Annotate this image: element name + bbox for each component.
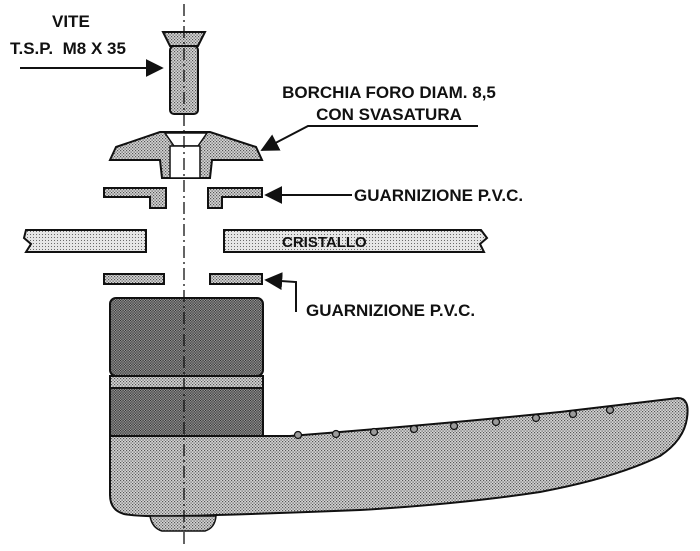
glass-pane <box>22 229 489 253</box>
glass-right <box>223 229 489 253</box>
boss-label-line1: BORCHIA FORO DIAM. 8,5 <box>282 83 496 102</box>
boss-part <box>108 131 264 179</box>
handle-grip-bumps <box>293 405 615 440</box>
top-gasket <box>103 187 263 209</box>
boss-label-line2: CON SVASATURA <box>316 105 462 124</box>
gasket-top-label: GUARNIZIONE P.V.C. <box>354 186 523 205</box>
glass-label: CRISTALLO <box>282 234 367 251</box>
handle-neck <box>109 387 264 437</box>
handle-part <box>109 297 689 532</box>
screw-label-line2: T.S.P. M8 X 35 <box>10 39 126 58</box>
leader-lines <box>20 59 478 312</box>
handle-base-lip <box>149 515 217 532</box>
gasket-bottom-label: GUARNIZIONE P.V.C. <box>306 301 475 320</box>
glass-left <box>22 229 147 253</box>
screw-label-line1: VITE <box>52 12 90 31</box>
gasket-bottom-arrow <box>264 272 297 312</box>
boss-arrow <box>260 125 478 151</box>
handle-ring <box>109 375 264 389</box>
boss-bore <box>169 145 201 179</box>
bottom-gasket <box>103 273 263 285</box>
handle-rose <box>109 297 264 377</box>
screw-head <box>161 31 207 47</box>
